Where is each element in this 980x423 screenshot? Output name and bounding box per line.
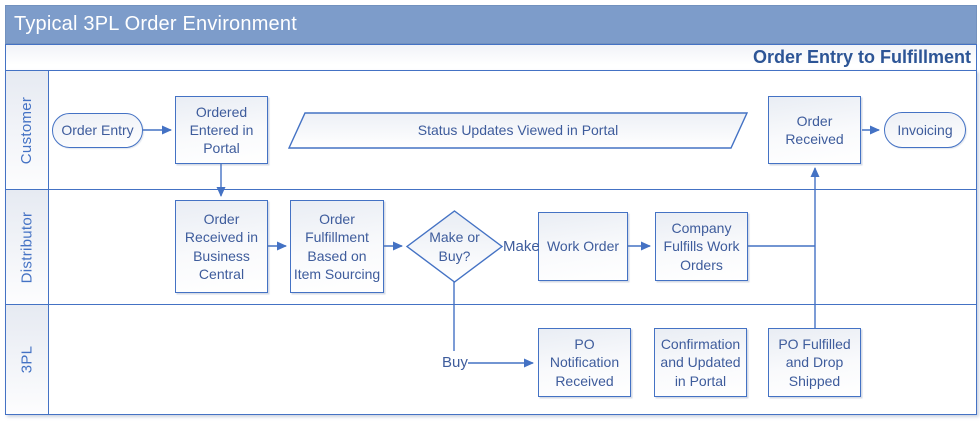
edge-label-make: Make [503, 238, 540, 255]
shape-order-received-bc-label: Order Received in Business Central [184, 211, 259, 282]
shape-company-fulfills-work-orders-label: Company Fulfills Work Orders [663, 220, 740, 273]
shape-invoicing-label: Invoicing [897, 121, 953, 138]
diagram-title: Typical 3PL Order Environment [14, 13, 297, 35]
shape-make-or-buy-label: Make or Buy? [429, 229, 480, 264]
lane-label-3pl: 3PL [6, 305, 49, 414]
shape-order-fulfillment-sourcing: Order Fulfillment Based on Item Sourcing [290, 200, 384, 293]
shape-status-updates-portal-label: Status Updates Viewed in Portal [417, 122, 619, 139]
shape-make-or-buy: Make or Buy? [405, 210, 504, 283]
lane-distributor: Distributor [6, 190, 976, 305]
shape-invoicing: Invoicing [884, 112, 966, 148]
shape-order-fulfillment-sourcing-label: Order Fulfillment Based on Item Sourcing [293, 211, 381, 282]
shape-ordered-entered-portal-label: Ordered Entered in Portal [189, 103, 254, 157]
phase-title: Order Entry to Fulfillment [752, 47, 971, 67]
shape-order-received-bc: Order Received in Business Central [175, 200, 268, 293]
shape-confirmation-updated-portal: Confirmation and Updated in Portal [654, 328, 747, 397]
shape-po-fulfilled-drop-shipped-label: PO Fulfilled and Drop Shipped [778, 336, 851, 389]
parallelogram-outline [287, 112, 749, 149]
shape-order-entry-label: Order Entry [61, 122, 134, 139]
shape-work-order-label: Work Order [546, 238, 620, 255]
lane-customer: Customer [6, 71, 976, 190]
edge-label-buy: Buy [442, 354, 468, 371]
shape-ordered-entered-portal: Ordered Entered in Portal [175, 96, 268, 164]
shape-order-entry: Order Entry [52, 113, 143, 148]
shape-po-fulfilled-drop-shipped: PO Fulfilled and Drop Shipped [768, 328, 861, 397]
shape-confirmation-updated-portal-label: Confirmation and Updated in Portal [660, 336, 741, 389]
shape-status-updates-portal: Status Updates Viewed in Portal [287, 112, 749, 149]
shape-po-notification-received-label: PO Notification Received [549, 336, 620, 389]
swimlane-container: Customer Distributor 3PL [5, 70, 977, 415]
title-banner: Typical 3PL Order Environment [5, 5, 977, 44]
shape-po-notification-received: PO Notification Received [538, 328, 631, 397]
shape-order-received: Order Received [768, 96, 861, 164]
shape-order-received-label: Order Received [785, 112, 844, 147]
shape-work-order: Work Order [538, 212, 628, 281]
lane-label-distributor: Distributor [6, 190, 49, 304]
lane-label-customer: Customer [6, 71, 49, 189]
shape-company-fulfills-work-orders: Company Fulfills Work Orders [655, 212, 748, 281]
lane-3pl: 3PL [6, 305, 976, 414]
